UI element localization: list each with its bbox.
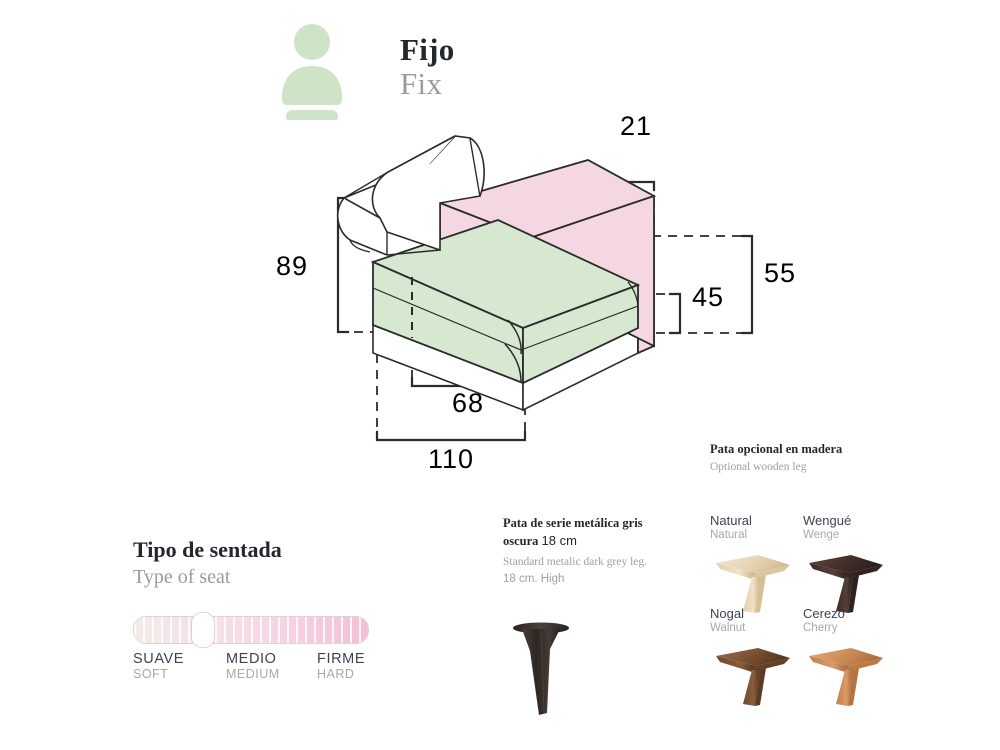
slider-mark-soft-es: SUAVE [133,650,185,667]
title-group: Fijo Fix [400,32,455,101]
wooden-leg-cherry-es: Cerezo [803,605,845,621]
metal-leg-height-value: 18 cm [541,533,577,549]
slider-mark-hard: FIRME HARD [317,651,365,681]
dimension-height-89: 89 [276,251,308,281]
dimension-totaldepth-110: 110 [428,444,474,474]
slider-mark-medium-en: MEDIUM [226,666,280,681]
dimension-armwidth-21: 21 [620,111,652,141]
page-title-es: Fijo [400,32,455,67]
metal-leg-title-en-line1: Standard metalic dark grey leg. [503,555,648,568]
standard-metal-leg-section: Pata de serie metálica gris oscura 18 cm… [503,514,673,730]
wooden-leg-option-cherry[interactable]: Cerezo Cherry [803,606,893,711]
wooden-leg-walnut-en: Walnut [710,621,746,634]
slider-mark-medium-es: MEDIO [226,650,277,667]
slider-mark-hard-es: FIRME [317,650,366,667]
wooden-leg-option-walnut[interactable]: Nogal Walnut [710,606,800,711]
slider-labels: SUAVE SOFT MEDIO MEDIUM FIRME HARD [133,651,381,685]
metal-leg-title-es-line1: Pata de serie metálica gris [503,516,643,530]
optional-wooden-legs-section: Pata opcional en madera Optional wooden … [710,441,900,706]
seated-person-icon [282,24,342,120]
slider-mark-hard-en: HARD [317,666,355,681]
slider-mark-soft-en: SOFT [133,666,169,681]
wooden-leg-wenge-image [809,554,883,613]
metal-leg-title-en: Standard metalic dark grey leg. 18 cm. H… [503,554,673,587]
slider-track[interactable] [133,615,369,644]
wooden-leg-natural-en: Natural [710,528,748,541]
wooden-leg-cherry-image [809,647,883,706]
dimension-seatheight-45: 45 [692,282,724,312]
dimension-armheight-55: 55 [764,258,796,288]
wooden-leg-natural-es: Natural [710,512,752,528]
slider-stripes [134,616,368,643]
sofa-module-dimension-diagram: 89 21 55 45 68 110 [240,110,820,500]
wooden-legs-title-es: Pata opcional en madera [710,442,843,456]
slider-handle[interactable] [191,611,215,648]
wooden-leg-option-wenge[interactable]: Wengué Wenge [803,513,893,618]
metal-leg-image [513,622,569,716]
seat-type-title-es: Tipo de sentada [133,537,282,562]
page-title-en: Fix [400,65,443,101]
wooden-leg-wenge-es: Wengué [803,512,852,528]
seat-type-section: Tipo de sentada Type of seat SUAVE SOFT … [133,536,393,685]
wooden-leg-walnut-es: Nogal [710,605,744,621]
metal-leg-title-es: Pata de serie metálica gris oscura 18 cm [503,514,673,551]
wooden-leg-option-natural[interactable]: Natural Natural [710,513,800,618]
wooden-legs-grid: Natural Natural Wengué W [710,491,900,706]
wooden-legs-title-en: Optional wooden leg [710,460,807,473]
wooden-leg-walnut-image [716,647,790,706]
wooden-leg-natural-image [716,554,790,613]
wooden-leg-cherry-en: Cherry [803,621,838,634]
seat-type-title-en: Type of seat [133,565,231,588]
seat-firmness-slider[interactable] [133,611,369,648]
slider-mark-soft: SUAVE SOFT [133,651,184,681]
metal-leg-title-en-line2: 18 cm. High [503,572,565,585]
wooden-leg-wenge-en: Wenge [803,528,840,541]
product-header: Fijo Fix [272,16,572,126]
slider-mark-medium: MEDIO MEDIUM [226,651,280,681]
dimension-seatdepth-68: 68 [452,388,484,418]
metal-leg-title-es-line2: oscura [503,534,539,549]
